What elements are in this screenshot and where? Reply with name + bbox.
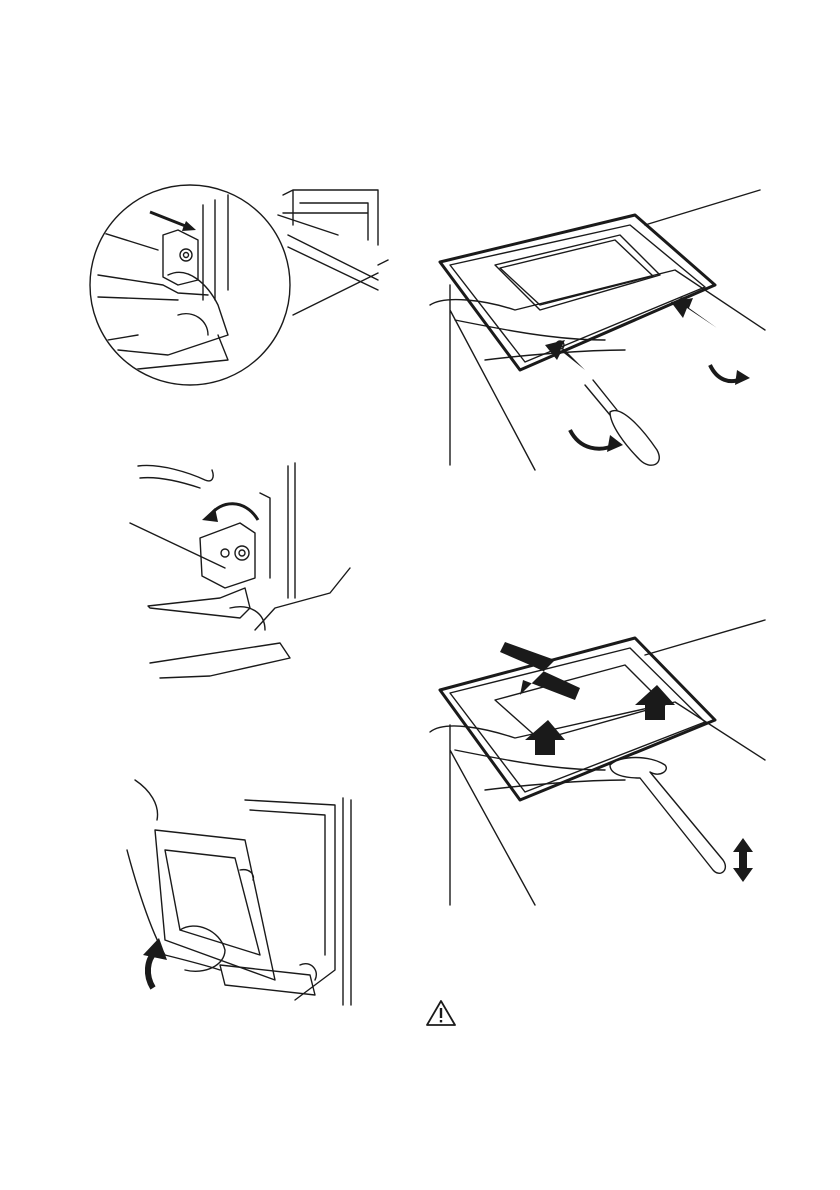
double-arrow-icon (733, 838, 753, 882)
hinge-detail-illustration (78, 185, 408, 385)
figure-lift-glass-panel (425, 620, 770, 910)
screw-arrow-icon (671, 298, 717, 328)
lift-glass-panel-illustration (425, 620, 770, 910)
figure-lift-door (125, 780, 360, 1005)
door-panel (440, 638, 715, 800)
lift-door-illustration (125, 780, 360, 1005)
screwdriver-icon (610, 411, 659, 466)
magnifier-circle (90, 185, 290, 385)
figure-unscrew-panel (425, 190, 770, 475)
up-arrow-icon (143, 938, 167, 960)
figure-open-hinge-lever (130, 458, 360, 683)
hinge-lever-illustration (130, 458, 360, 683)
rotate-arrow-icon (735, 370, 750, 385)
figure-hinge-detail (78, 185, 408, 385)
unscrew-panel-illustration (425, 190, 770, 475)
warning-note (425, 998, 457, 1028)
warning-triangle-icon (425, 998, 457, 1028)
up-arrow-icon (525, 720, 565, 755)
up-arrow-icon (635, 685, 675, 720)
door-panel (440, 215, 715, 370)
tool-icon (610, 758, 725, 874)
